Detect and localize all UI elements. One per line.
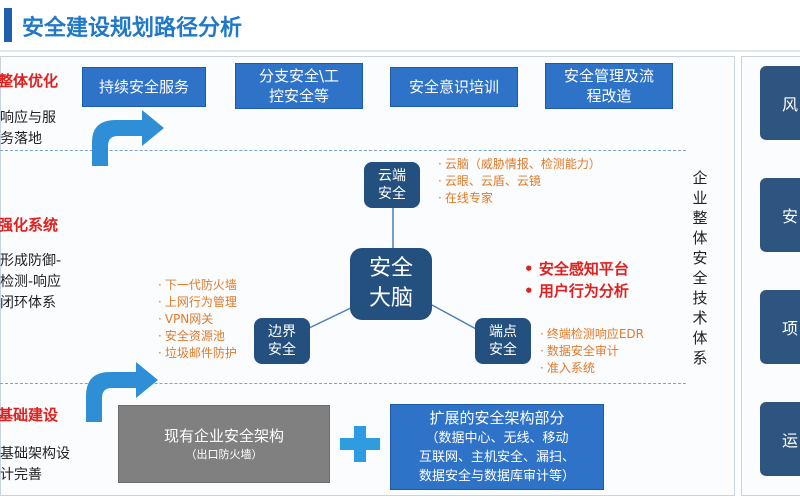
vertical-label-enterprise-tech-system: 企业 整体 安全 技术 体系: [692, 169, 708, 367]
platform-list: • 安全感知平台 • 用户行为分析: [524, 260, 629, 300]
border-security-list: ·下一代防火墙 ·上网行为管理 ·VPN网关 ·安全资源池 ·垃圾邮件防护: [158, 278, 237, 360]
title-accent-bar: [4, 8, 12, 42]
right-item-3: 项: [760, 290, 800, 364]
plus-icon: [340, 426, 380, 462]
box-security-management-process: 安全管理及流程改造: [545, 63, 673, 109]
curved-arrow-upper-icon: [92, 110, 164, 166]
page-title: 安全建设规划路径分析: [22, 16, 243, 41]
text-overall-optimization: 响应与服 务落地: [0, 110, 56, 147]
label-strengthen-system: 强化系统: [0, 216, 59, 234]
label-overall-optimization: 整体优化: [0, 72, 59, 90]
text-basic-construction: 基础架构设 计完善: [0, 446, 70, 483]
box-security-awareness-training: 安全意识培训: [390, 67, 518, 107]
box-extended-architecture: 扩展的安全架构部分 （数据中心、无线、移动 互联网、主机安全、漏扫、 数据安全与…: [390, 404, 604, 490]
text-strengthen-system: 形成防御- 检测-响应 闭环体系: [0, 253, 62, 311]
label-basic-construction: 基础建设: [0, 406, 59, 424]
endpoint-security-list: ·终端检测响应EDR ·数据安全审计 ·准入系统: [540, 327, 644, 375]
right-item-2: 安: [760, 178, 800, 252]
node-cloud-security: 云端安全: [364, 162, 420, 208]
node-endpoint-security: 端点安全: [475, 318, 531, 364]
box-continuous-security-service: 持续安全服务: [82, 67, 206, 107]
node-security-brain: 安全大脑: [350, 248, 432, 320]
right-item-4: 运: [760, 402, 800, 476]
curved-arrow-lower-icon: [86, 362, 158, 422]
cloud-security-list: ·云脑（威胁情报、检测能力） ·云眼、云盾、云镜 ·在线专家: [438, 157, 601, 205]
right-item-1: 风: [760, 66, 800, 140]
box-existing-architecture: 现有企业安全架构 （出口防火墙）: [118, 405, 330, 483]
separator-upper: [0, 150, 686, 151]
node-border-security: 边界安全: [254, 318, 310, 364]
box-branch-industrial-security: 分支安全\工控安全等: [235, 63, 363, 109]
separator-lower: [0, 383, 686, 384]
title-divider: [0, 50, 800, 52]
